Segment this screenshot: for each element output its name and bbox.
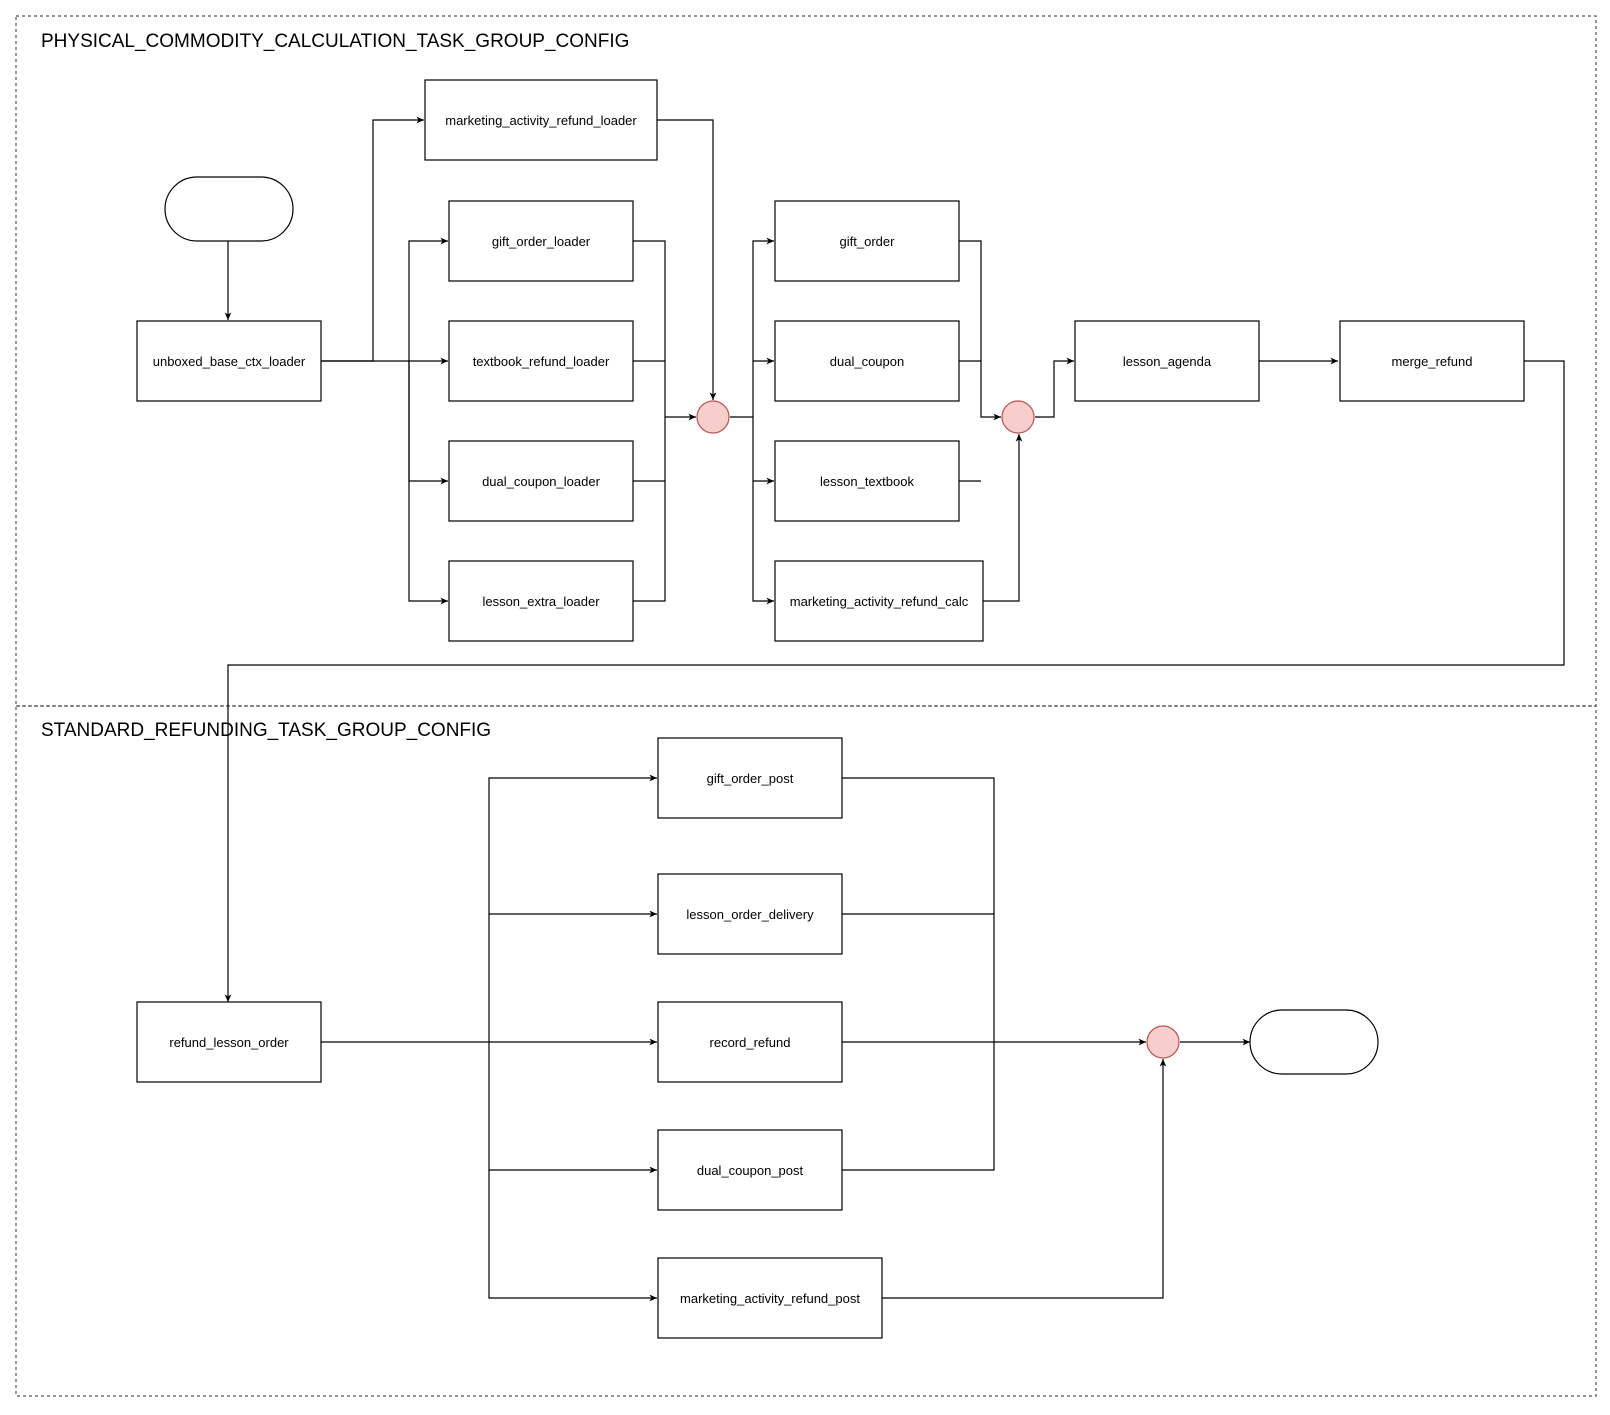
svg-text:gift_order_post: gift_order_post [707, 771, 794, 786]
svg-text:lesson_textbook: lesson_textbook [820, 474, 914, 489]
group-title-standard-refunding: STANDARD_REFUNDING_TASK_GROUP_CONFIG [41, 720, 491, 741]
node-gift-order: gift_order [774, 200, 960, 282]
edges-group-2 [321, 774, 1250, 1302]
svg-text:textbook_refund_loader: textbook_refund_loader [473, 354, 610, 369]
node-lesson-textbook: lesson_textbook [774, 440, 960, 522]
svg-text:marketing_activity_refund_calc: marketing_activity_refund_calc [790, 594, 969, 609]
node-dual-coupon: dual_coupon [774, 320, 960, 402]
node-gift-order-post: gift_order_post [657, 737, 843, 819]
svg-text:refund_lesson_order: refund_lesson_order [169, 1035, 289, 1050]
svg-text:dual_coupon_loader: dual_coupon_loader [482, 474, 600, 489]
node-lesson-extra-loader: lesson_extra_loader [448, 560, 634, 642]
merge-junction-1 [696, 400, 730, 434]
svg-text:lesson_extra_loader: lesson_extra_loader [482, 594, 600, 609]
node-record-refund: record_refund [657, 1001, 843, 1083]
node-marketing-activity-refund-calc: marketing_activity_refund_calc [774, 560, 984, 642]
edges-group-1 [224, 116, 1565, 1002]
node-gift-order-loader: gift_order_loader [448, 200, 634, 282]
svg-text:lesson_agenda: lesson_agenda [1123, 354, 1212, 369]
node-refund-lesson-order: refund_lesson_order [136, 1001, 322, 1083]
group-physical-commodity-calculation [15, 15, 1597, 707]
svg-text:dual_coupon_post: dual_coupon_post [697, 1163, 804, 1178]
node-merge-refund: merge_refund [1339, 320, 1525, 402]
merge-junction-2 [1001, 400, 1035, 434]
svg-text:unboxed_base_ctx_loader: unboxed_base_ctx_loader [153, 354, 306, 369]
end-terminal [1249, 1009, 1379, 1075]
group-title-physical-commodity: PHYSICAL_COMMODITY_CALCULATION_TASK_GROU… [41, 31, 629, 52]
svg-text:marketing_activity_refund_load: marketing_activity_refund_loader [445, 113, 637, 128]
svg-text:merge_refund: merge_refund [1392, 354, 1473, 369]
svg-text:gift_order_loader: gift_order_loader [492, 234, 591, 249]
merge-junction-3 [1146, 1025, 1180, 1059]
group-standard-refunding [15, 705, 1597, 1397]
node-unboxed-base-ctx-loader: unboxed_base_ctx_loader [136, 320, 322, 402]
node-marketing-activity-refund-loader: marketing_activity_refund_loader [424, 79, 658, 161]
node-dual-coupon-post: dual_coupon_post [657, 1129, 843, 1211]
node-textbook-refund-loader: textbook_refund_loader [448, 320, 634, 402]
node-marketing-activity-refund-post: marketing_activity_refund_post [657, 1257, 883, 1339]
svg-text:record_refund: record_refund [710, 1035, 791, 1050]
node-lesson-agenda: lesson_agenda [1074, 320, 1260, 402]
node-lesson-order-delivery: lesson_order_delivery [657, 873, 843, 955]
start-terminal [164, 176, 294, 242]
svg-text:lesson_order_delivery: lesson_order_delivery [686, 907, 814, 922]
node-dual-coupon-loader: dual_coupon_loader [448, 440, 634, 522]
svg-text:gift_order: gift_order [840, 234, 896, 249]
svg-text:marketing_activity_refund_post: marketing_activity_refund_post [680, 1291, 860, 1306]
svg-text:dual_coupon: dual_coupon [830, 354, 904, 369]
